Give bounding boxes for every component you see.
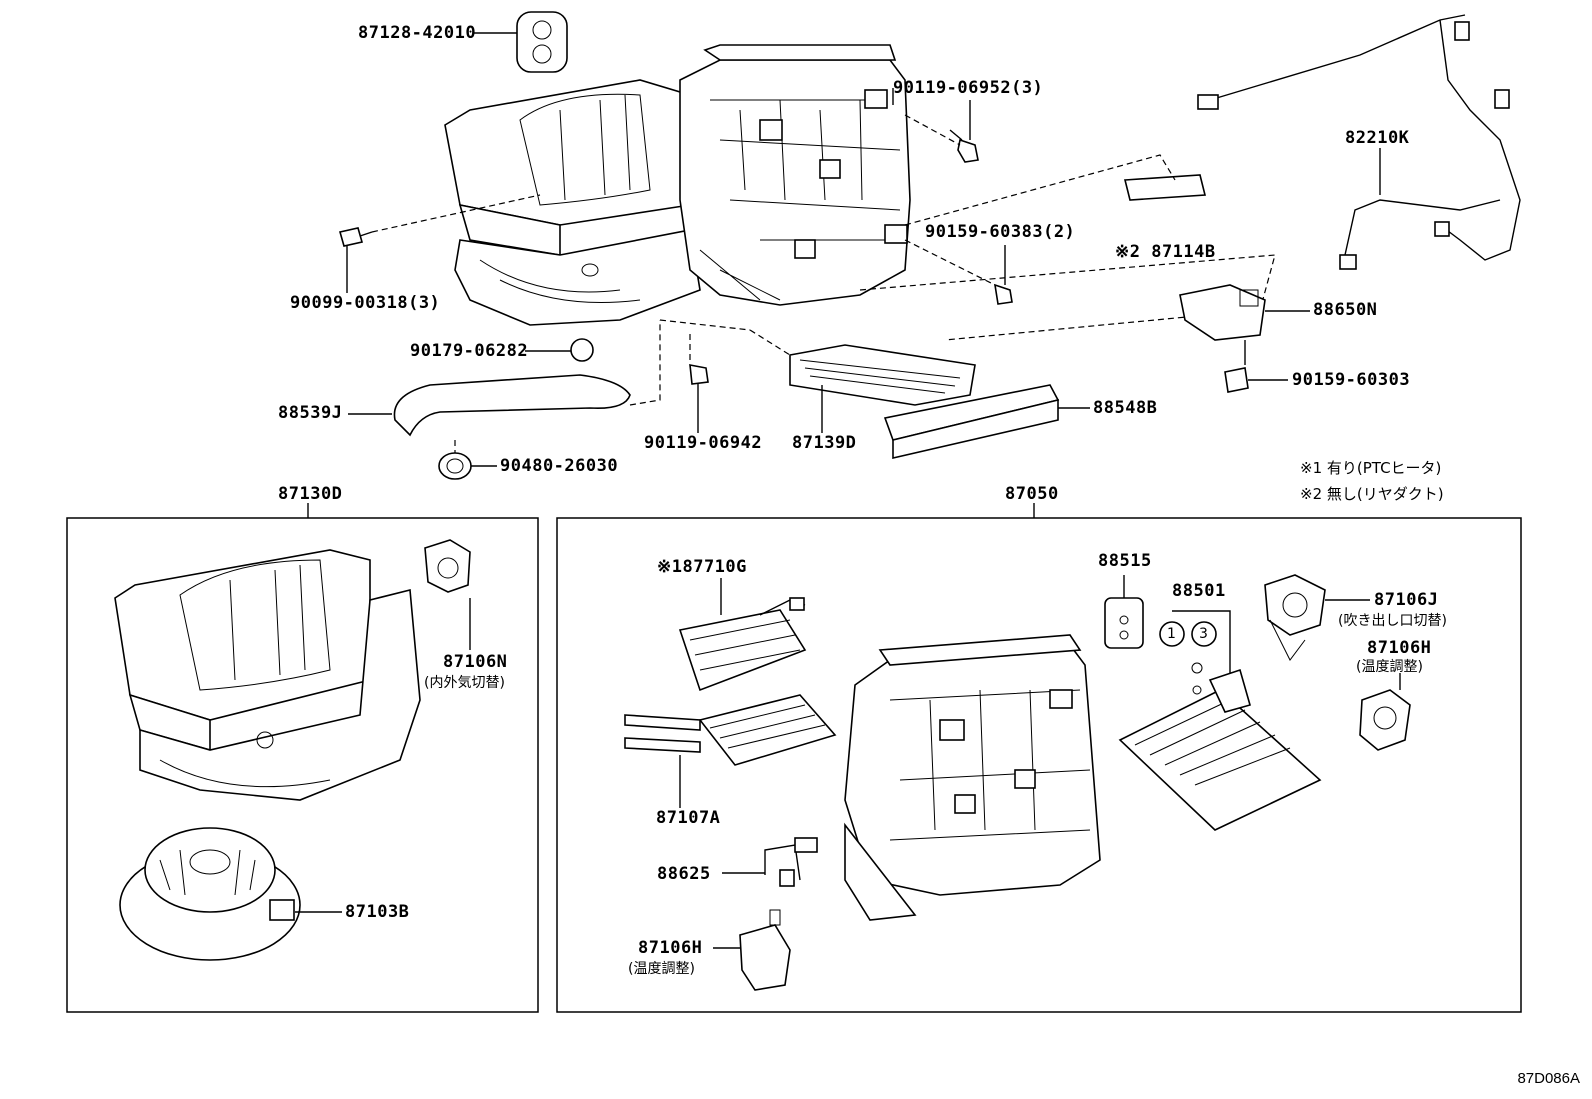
label-88625: 88625 bbox=[657, 864, 711, 884]
bolt-90119-06952 bbox=[949, 129, 979, 163]
hose-88539j bbox=[393, 374, 631, 437]
label-88650n: 88650N bbox=[1313, 300, 1378, 320]
label-88501: 88501 bbox=[1172, 581, 1226, 601]
actuator-87106h-right bbox=[1359, 689, 1411, 751]
actuator-87106n bbox=[424, 539, 471, 593]
circle-1-text: 1 bbox=[1167, 626, 1176, 642]
ptc-heater-87710g bbox=[678, 597, 807, 692]
actuator-88650n bbox=[1179, 284, 1266, 341]
label-88548b: 88548B bbox=[1093, 398, 1158, 418]
diagram-reference-code: 87D086A bbox=[1517, 1070, 1580, 1087]
blower-motor-87103b bbox=[119, 827, 301, 961]
grommet-87128 bbox=[516, 11, 568, 73]
note-2: ※2 無し(リヤダクト) bbox=[1300, 487, 1444, 502]
duct-87114b bbox=[1123, 174, 1207, 201]
label-87106n: 87106N bbox=[443, 652, 508, 672]
label-87128-42010: 87128-42010 bbox=[358, 23, 477, 43]
grommet-90480 bbox=[438, 452, 472, 480]
assembly-label-left: 87130D bbox=[278, 484, 343, 504]
label-87710g: ※187710G bbox=[657, 557, 747, 577]
label-87106n-desc: (内外気切替) bbox=[424, 675, 505, 691]
label-88539j: 88539J bbox=[278, 403, 343, 423]
heater-core-87107a bbox=[624, 694, 837, 766]
circle-3 bbox=[1191, 621, 1217, 647]
label-87106j: 87106J bbox=[1374, 590, 1439, 610]
label-90159-60303: 90159-60303 bbox=[1292, 370, 1411, 390]
heater-case-87050 bbox=[844, 634, 1101, 921]
label-88515: 88515 bbox=[1098, 551, 1152, 571]
cover-88548b bbox=[883, 384, 1060, 460]
hvac-unit-assembly bbox=[444, 44, 911, 326]
label-82210k: 82210K bbox=[1345, 128, 1410, 148]
note-2-mark: ※2 bbox=[1300, 485, 1323, 503]
note-2-text: 無し(リヤダクト) bbox=[1326, 485, 1444, 503]
note-1: ※1 有り(PTCヒータ) bbox=[1300, 461, 1441, 476]
heater-unit-box bbox=[556, 517, 1522, 1013]
label-87139d: 87139D bbox=[792, 433, 857, 453]
label-87114b: ※2 87114B bbox=[1115, 242, 1216, 262]
harness-82210k bbox=[1197, 14, 1521, 270]
label-87106j-desc: (吹き出し口切替) bbox=[1338, 613, 1447, 629]
circle-1 bbox=[1159, 621, 1185, 647]
blower-assembly-box bbox=[66, 517, 539, 1013]
bolt-90099-00318 bbox=[338, 227, 373, 247]
label-87106h-right-desc: (温度調整) bbox=[1356, 659, 1423, 675]
blower-case-87130d bbox=[114, 549, 421, 801]
label-90159-60383: 90159-60383(2) bbox=[925, 222, 1076, 242]
bolt-90119-06942 bbox=[689, 364, 709, 385]
label-87106h-left: 87106H bbox=[638, 938, 703, 958]
evaporator-88501 bbox=[1118, 610, 1322, 831]
expansion-valve-88515 bbox=[1104, 597, 1144, 649]
actuator-87106h-left bbox=[739, 909, 791, 991]
label-87106h-right: 87106H bbox=[1367, 638, 1432, 658]
label-90179-06282: 90179-06282 bbox=[410, 341, 529, 361]
label-90119-06952: 90119-06952(3) bbox=[893, 78, 1044, 98]
note-1-text: 有り(PTCヒータ) bbox=[1326, 459, 1442, 477]
note-1-mark: ※1 bbox=[1300, 459, 1323, 477]
clip-90179-06282 bbox=[570, 338, 594, 362]
screw-90159-60303 bbox=[1224, 367, 1249, 393]
label-87106h-left-desc: (温度調整) bbox=[628, 961, 695, 977]
label-87107a: 87107A bbox=[656, 808, 721, 828]
label-90480-26030: 90480-26030 bbox=[500, 456, 619, 476]
label-90099-00318: 90099-00318(3) bbox=[290, 293, 441, 313]
circle-3-text: 3 bbox=[1199, 626, 1208, 642]
bolt-90159-60383 bbox=[994, 283, 1013, 305]
label-87103b: 87103B bbox=[345, 902, 410, 922]
label-90119-06942: 90119-06942 bbox=[644, 433, 763, 453]
sensor-88625 bbox=[764, 837, 818, 887]
filter-87139d bbox=[789, 344, 976, 406]
assembly-label-right: 87050 bbox=[1005, 484, 1059, 504]
actuator-87106j bbox=[1264, 574, 1326, 661]
